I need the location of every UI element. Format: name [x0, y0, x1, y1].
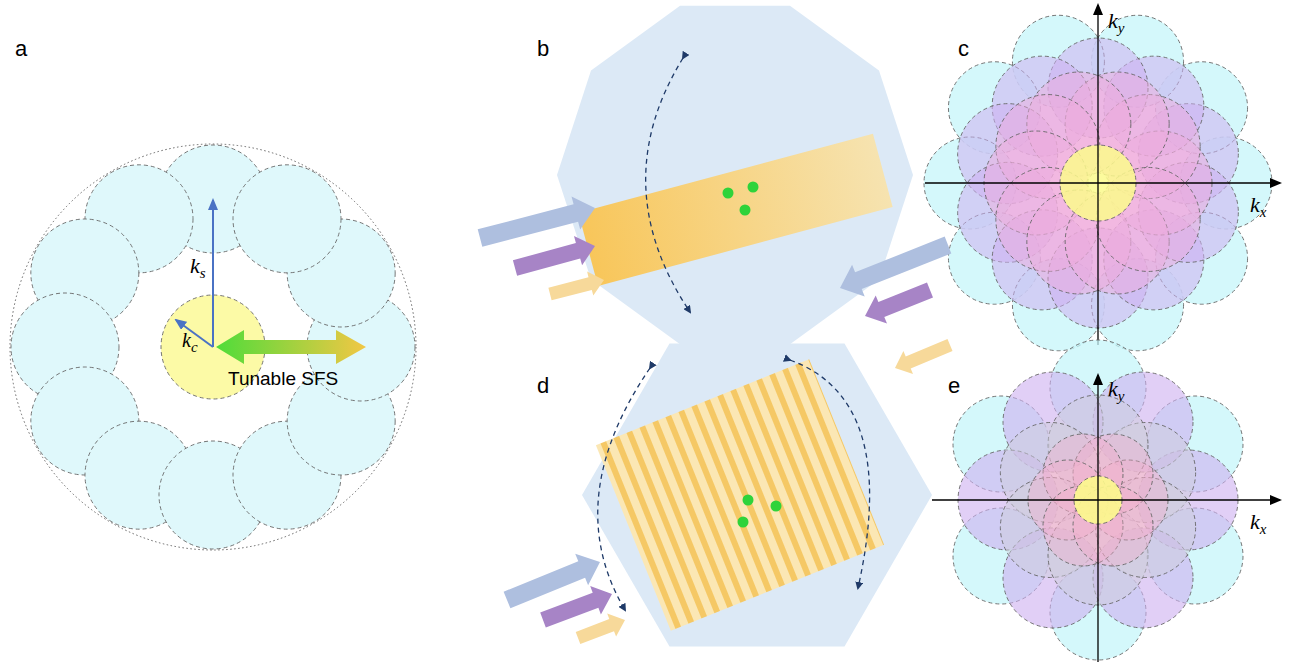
axis-label: kx [1250, 511, 1266, 537]
panel-letter: e [948, 375, 960, 397]
ky-axis [1097, 375, 1098, 662]
emitter-dot [740, 205, 751, 216]
annotation: Tunable SFS [228, 369, 338, 388]
emitter-dot [723, 188, 734, 199]
beam-arrow [840, 237, 951, 297]
axis-label: ky [1108, 10, 1124, 36]
rotation-arc [646, 58, 690, 312]
kx-axis [932, 499, 1280, 500]
vector-label: ks [190, 255, 206, 281]
beam-arrow [513, 236, 595, 276]
beam-arrow [540, 586, 612, 628]
beam-arrow [576, 614, 625, 645]
beam-arrow [895, 339, 953, 374]
emitter-dot [748, 182, 759, 193]
axis-label: ky [1108, 378, 1124, 404]
panel-letter: c [958, 38, 969, 60]
sample-band [578, 134, 892, 286]
max-frequency-circle [10, 144, 416, 550]
rotation-arc [790, 360, 870, 588]
emitter-dot [743, 495, 754, 506]
grating-sample [596, 359, 884, 631]
panel-letter: b [537, 38, 549, 60]
emitter-dot [738, 517, 749, 528]
sample [596, 359, 884, 631]
hexagon-stage [582, 343, 932, 646]
sample [578, 134, 892, 286]
panel-letter: d [537, 375, 549, 397]
beam-arrow [865, 283, 933, 324]
pupil-circle [233, 165, 341, 273]
ky-axis [1097, 5, 1098, 345]
rotation-arc [598, 368, 650, 610]
beam-arrow [548, 272, 604, 301]
kx-axis [925, 182, 1280, 183]
axis-label: kx [1250, 194, 1266, 220]
tunable-arrow [216, 330, 366, 364]
emitter-dot [771, 501, 782, 512]
ks-vector [212, 200, 214, 347]
panel-letter: a [15, 38, 27, 60]
vector-label: kc [182, 330, 198, 355]
